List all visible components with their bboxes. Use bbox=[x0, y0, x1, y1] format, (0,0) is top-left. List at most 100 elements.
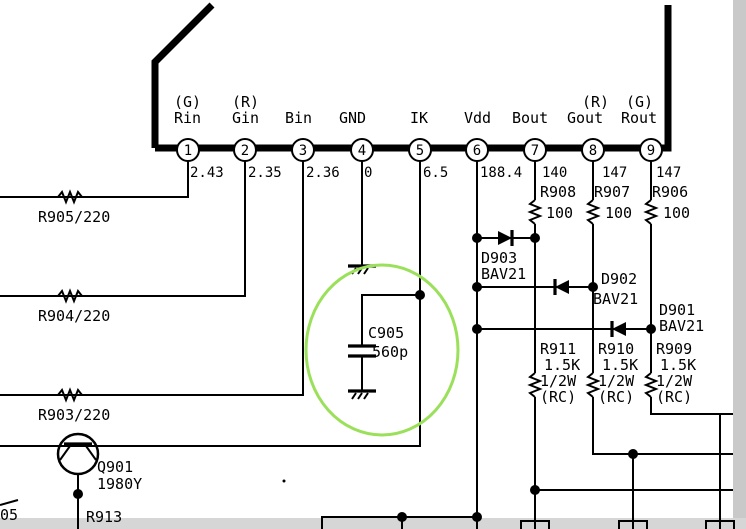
svg-text:8: 8 bbox=[589, 143, 597, 159]
pin-8-voltage: 147 bbox=[602, 165, 627, 181]
pin-8-circle: 8 bbox=[581, 138, 605, 162]
diode-d903-type: BAV21 bbox=[481, 265, 526, 283]
junction-c905 bbox=[415, 290, 425, 300]
pin-4-circle: 4 bbox=[350, 138, 374, 162]
wire-r910-bottom bbox=[592, 397, 733, 455]
pin-1-circle: 1 bbox=[176, 138, 200, 162]
resistor-r907-value: 100 bbox=[605, 204, 632, 222]
resistor-r911-type: (RC) bbox=[540, 388, 576, 406]
connector-stub bbox=[705, 520, 735, 529]
pin-9-circle: 9 bbox=[639, 138, 663, 162]
diode-d903-ref: D903 bbox=[481, 249, 517, 267]
resistor-r908-value: 100 bbox=[546, 204, 573, 222]
resistor-r911-ref: R911 bbox=[540, 340, 576, 358]
pin-2-alt-label: (R) bbox=[232, 93, 259, 111]
frame-shadow bbox=[0, 518, 746, 529]
wire-r909-bottom bbox=[650, 397, 733, 415]
resistor-r911-symbol bbox=[527, 372, 543, 398]
diode-d901-ref: D901 bbox=[659, 301, 695, 319]
wire-pin-1-input bbox=[0, 161, 189, 198]
pin-5-voltage: 6.5 bbox=[423, 165, 448, 181]
frame-shadow bbox=[733, 0, 746, 529]
pin-1-voltage: 2.43 bbox=[190, 165, 224, 181]
partial-label-left: 05 bbox=[0, 506, 18, 524]
resistor-r909-symbol bbox=[643, 372, 659, 398]
resistor-r910-value: 1.5K bbox=[602, 356, 638, 374]
capacitor-c905-value: 560p bbox=[372, 343, 408, 361]
pin-3-name: Bin bbox=[285, 109, 312, 127]
resistor-r904-symbol bbox=[57, 288, 83, 304]
svg-text:3: 3 bbox=[299, 143, 307, 159]
resistor-r907-ref: R907 bbox=[594, 183, 630, 201]
resistor-r908-ref: R908 bbox=[540, 183, 576, 201]
wire-pin-3-input bbox=[0, 161, 304, 396]
svg-text:1: 1 bbox=[184, 143, 192, 159]
wire-vdd-bottom bbox=[321, 516, 477, 529]
pin-6-circle: 6 bbox=[465, 138, 489, 162]
resistor-r910-type: (RC) bbox=[598, 388, 634, 406]
pin-4-name: GND bbox=[339, 109, 366, 127]
connector-stub bbox=[618, 520, 648, 529]
diode-d901-symbol bbox=[610, 321, 626, 337]
pin-2-circle: 2 bbox=[233, 138, 257, 162]
pin-7-voltage: 140 bbox=[542, 165, 567, 181]
resistor-r904-label: R904/220 bbox=[38, 307, 110, 325]
resistor-r906-ref: R906 bbox=[652, 183, 688, 201]
ground-symbol-c905 bbox=[348, 389, 376, 400]
diode-d902-ref: D902 bbox=[601, 270, 637, 288]
resistor-r909-value: 1.5K bbox=[660, 356, 696, 374]
svg-text:7: 7 bbox=[531, 143, 539, 159]
resistor-r903-symbol bbox=[57, 387, 83, 403]
pin-9-alt-label: (G) bbox=[626, 93, 653, 111]
pin-2-voltage: 2.35 bbox=[248, 165, 282, 181]
wire-c905-top bbox=[361, 294, 420, 345]
resistor-r910-ref: R910 bbox=[598, 340, 634, 358]
resistor-r905-symbol bbox=[57, 189, 83, 205]
junction-q901 bbox=[73, 489, 83, 499]
pin-2-name: Gin bbox=[232, 109, 259, 127]
resistor-r906-value: 100 bbox=[663, 204, 690, 222]
resistor-r909-type: (RC) bbox=[656, 388, 692, 406]
transistor-q901-ref: Q901 bbox=[97, 458, 133, 476]
pin-5-name: IK bbox=[410, 109, 428, 127]
resistor-r911-power: 1/2W bbox=[540, 372, 577, 390]
pin-4-voltage: 0 bbox=[364, 165, 372, 181]
resistor-r909-power: 1/2W bbox=[656, 372, 693, 390]
wire-pin-2-input bbox=[0, 161, 246, 297]
resistor-r910-symbol bbox=[585, 372, 601, 398]
wire-pin-5-ik bbox=[0, 161, 421, 447]
pin-3-voltage: 2.36 bbox=[306, 165, 340, 181]
stray-dot bbox=[282, 479, 286, 483]
diode-d902-type: BAV21 bbox=[593, 290, 638, 308]
resistor-r907-symbol bbox=[585, 199, 601, 225]
resistor-r903-label: R903/220 bbox=[38, 406, 110, 424]
svg-text:2: 2 bbox=[241, 143, 249, 159]
capacitor-c905-symbol bbox=[348, 344, 376, 358]
resistor-r908-symbol bbox=[527, 199, 543, 225]
pin-6-name: Vdd bbox=[464, 109, 491, 127]
pin-7-circle: 7 bbox=[523, 138, 547, 162]
highlight-circle bbox=[304, 263, 460, 437]
transistor-q901-part: 1980Y bbox=[97, 475, 142, 493]
pin-5-circle: 5 bbox=[408, 138, 432, 162]
connector-stub bbox=[520, 520, 550, 529]
resistor-r906-symbol bbox=[643, 199, 659, 225]
capacitor-c905-ref: C905 bbox=[368, 324, 404, 342]
pin-1-alt-label: (G) bbox=[174, 93, 201, 111]
pin-9-voltage: 147 bbox=[656, 165, 681, 181]
diode-d901-type: BAV21 bbox=[659, 317, 704, 335]
ic-body-outline bbox=[151, 2, 672, 152]
resistor-r905-label: R905/220 bbox=[38, 208, 110, 226]
diode-d902-symbol bbox=[553, 279, 569, 295]
resistor-r909-ref: R909 bbox=[656, 340, 692, 358]
junction-bout bbox=[530, 485, 540, 495]
pin-3-circle: 3 bbox=[291, 138, 315, 162]
pin-8-alt-label: (R) bbox=[582, 93, 609, 111]
pin-9-name: Rout bbox=[621, 109, 657, 127]
svg-text:5: 5 bbox=[416, 143, 424, 159]
resistor-r910-power: 1/2W bbox=[598, 372, 635, 390]
junction-gout bbox=[628, 449, 638, 459]
diode-d903-symbol bbox=[498, 230, 514, 246]
pin-7-name: Bout bbox=[512, 109, 548, 127]
